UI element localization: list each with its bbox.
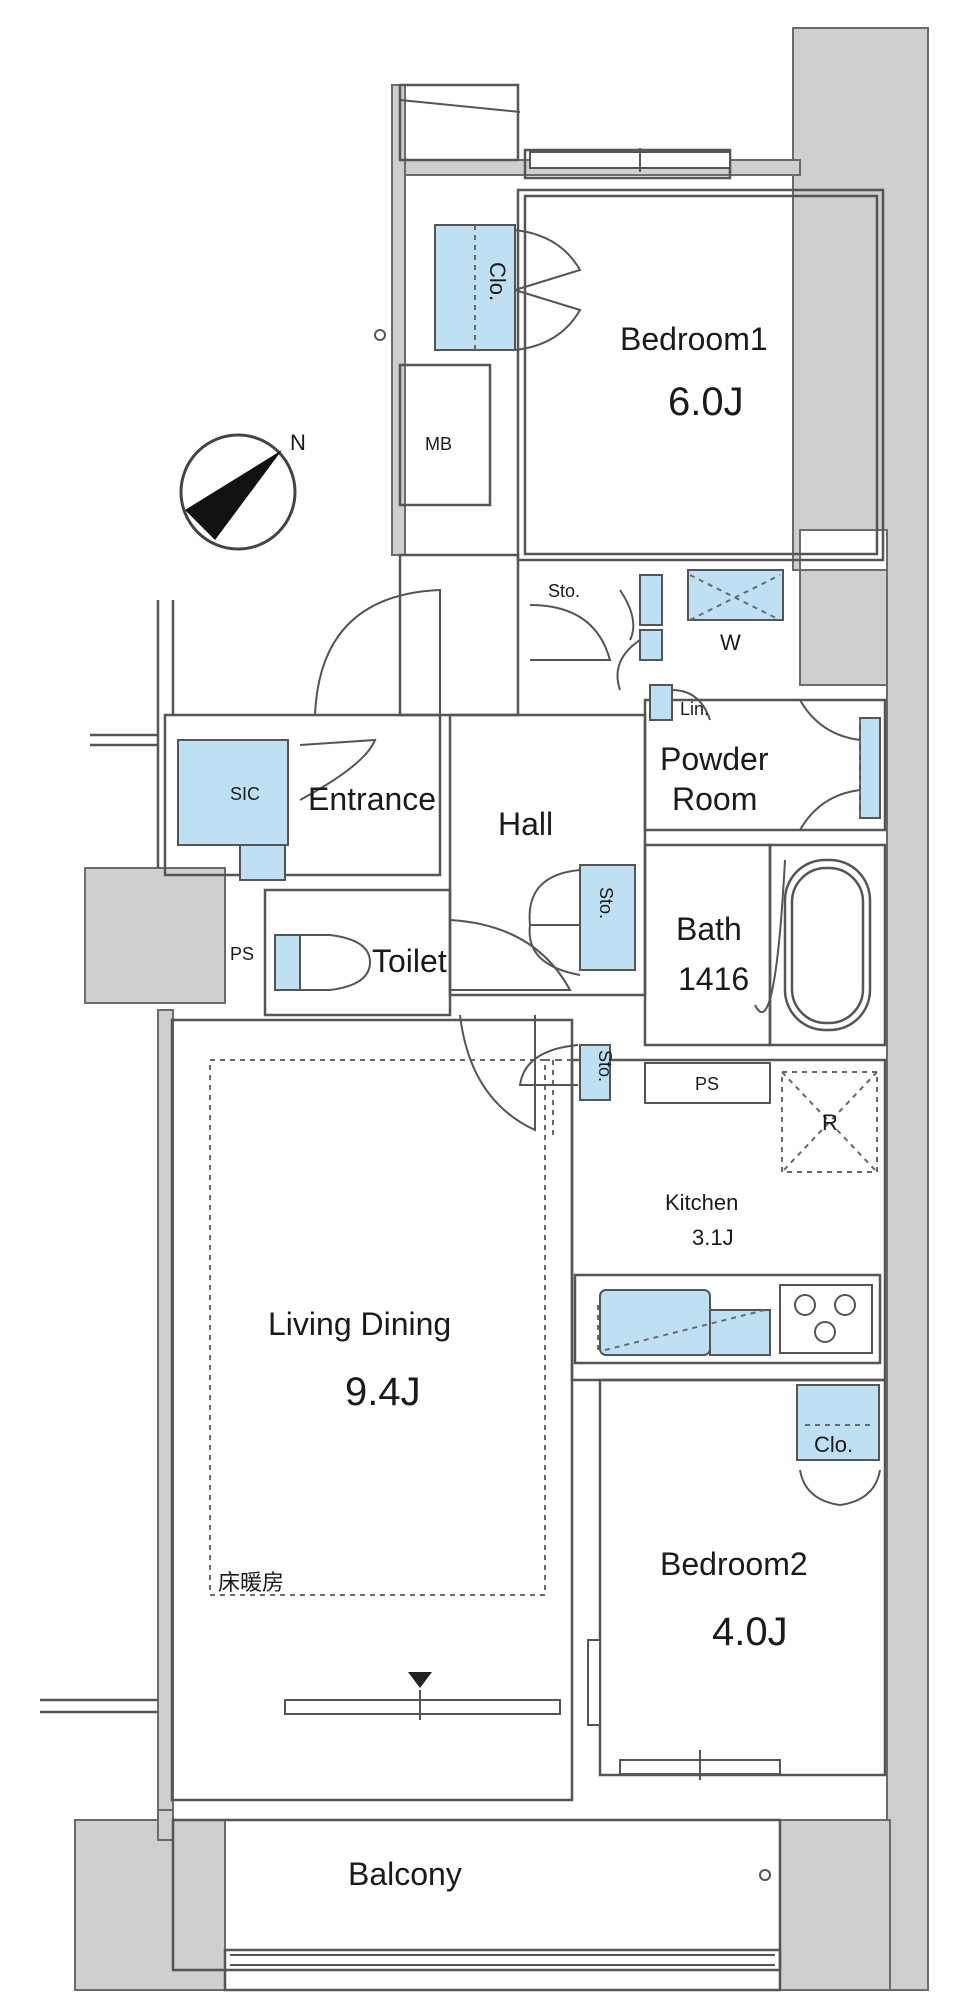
bedroom2-closet bbox=[796, 1384, 880, 1461]
bedroom1-size: 6.0J bbox=[668, 380, 744, 424]
kitchen-sink bbox=[599, 1289, 711, 1356]
toilet-label: Toilet bbox=[372, 943, 447, 979]
ps-label-toilet: PS bbox=[230, 944, 254, 964]
bedroom1-name: Bedroom1 bbox=[620, 321, 768, 357]
toilet-fixture bbox=[299, 934, 372, 991]
entry-marker bbox=[408, 1672, 432, 1688]
kitchen-size: 3.1J bbox=[692, 1225, 734, 1250]
door-swings bbox=[299, 229, 881, 1506]
compass-north-label: N bbox=[290, 430, 306, 455]
dashed-guides bbox=[209, 225, 878, 1596]
hall-storage-lower bbox=[579, 1044, 611, 1101]
washer-area bbox=[687, 569, 784, 621]
entrance-label: Entrance bbox=[308, 781, 436, 817]
hall-sto-label-upper: Sto. bbox=[596, 887, 616, 919]
bedroom2-name: Bedroom2 bbox=[660, 1546, 808, 1582]
bath-name: Bath bbox=[676, 911, 742, 947]
sic-storage bbox=[177, 739, 289, 846]
floor-heating-label: 床暖房 bbox=[218, 1570, 284, 1595]
outlet-circle-top bbox=[374, 329, 386, 341]
structural-walls bbox=[74, 27, 929, 1991]
powder-room-line2: Room bbox=[672, 781, 757, 817]
bedroom1-closet-label: Clo. bbox=[485, 262, 510, 301]
bedroom2-closet-label: Clo. bbox=[814, 1432, 853, 1457]
toilet-tank bbox=[274, 934, 301, 991]
bath-size: 1416 bbox=[678, 961, 749, 997]
linen-label: Lin. bbox=[680, 699, 709, 719]
kitchen-counter-blue bbox=[709, 1309, 771, 1356]
hall-label: Hall bbox=[498, 806, 553, 842]
ps-label-kitchen: PS bbox=[695, 1074, 719, 1094]
fridge-area bbox=[781, 1071, 878, 1173]
hall-sto-label-lower: Sto. bbox=[595, 1050, 615, 1082]
hall-storage-upper bbox=[579, 864, 636, 971]
powder-room-line1: Powder bbox=[660, 741, 769, 777]
kitchen-name: Kitchen bbox=[665, 1190, 738, 1215]
compass-icon: N bbox=[179, 430, 306, 551]
stove-icon bbox=[779, 1284, 873, 1354]
windows bbox=[230, 99, 781, 1966]
sto-upper-small-1 bbox=[639, 574, 663, 626]
bedroom2-size: 4.0J bbox=[712, 1610, 788, 1654]
interior-walls bbox=[40, 83, 887, 1992]
ps-box-kitchen bbox=[644, 1062, 771, 1104]
sic-storage-lower bbox=[239, 844, 286, 881]
sto-upper-small-2 bbox=[639, 629, 663, 661]
powder-shelf bbox=[859, 717, 881, 819]
living-size: 9.4J bbox=[345, 1370, 421, 1414]
floor-heating-zone bbox=[209, 1059, 546, 1596]
sto-label-upper: Sto. bbox=[548, 581, 580, 601]
outlet-circle-balcony bbox=[759, 1869, 771, 1881]
balcony-label: Balcony bbox=[348, 1856, 462, 1892]
linen-storage bbox=[649, 684, 673, 721]
washer-label: W bbox=[720, 630, 741, 655]
living-name: Living Dining bbox=[268, 1306, 451, 1342]
mb-label: MB bbox=[425, 434, 452, 454]
bathtub bbox=[783, 858, 872, 1032]
fridge-label: R bbox=[822, 1110, 838, 1135]
sic-label: SIC bbox=[230, 784, 260, 804]
